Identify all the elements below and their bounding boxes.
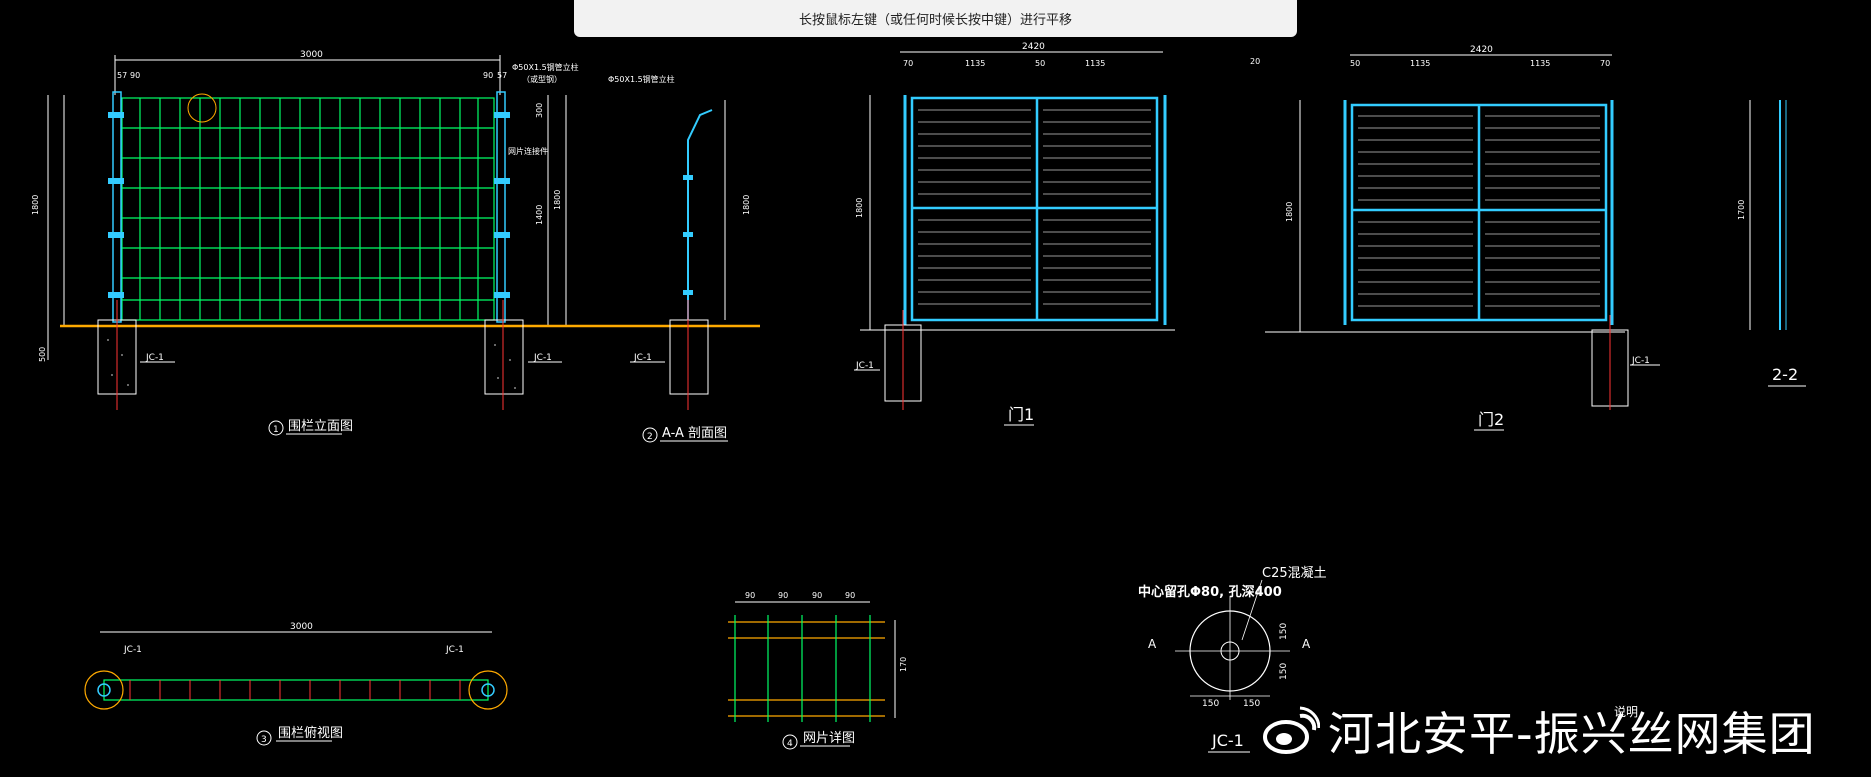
dim-57-left: 57 bbox=[117, 71, 127, 80]
dim-1400: 1400 bbox=[535, 205, 544, 225]
door2-mesh-lines bbox=[1358, 115, 1600, 307]
a-mark-right: A bbox=[1302, 637, 1311, 651]
section-aa-view: 1800 JC-1 Φ50X1.5钢管立柱 2 A-A 剖面图 bbox=[608, 74, 751, 443]
door2-dim-1135a: 1135 bbox=[1410, 59, 1430, 68]
door1-dim-1800: 1800 bbox=[855, 198, 864, 218]
jc1-dim-150-b: 150 bbox=[1243, 699, 1260, 709]
door1-title: 门1 bbox=[1008, 405, 1034, 424]
panel-detail-title: 网片详图 bbox=[803, 731, 855, 746]
support-label: （或型钢） bbox=[522, 74, 562, 84]
panel-detail-view: 90 90 90 90 170 4 网片详图 bbox=[728, 591, 908, 750]
detail-circle bbox=[187, 93, 217, 123]
fence-elevation-view: 3000 57 90 90 57 1800 500 1400 1800 300 bbox=[31, 50, 760, 436]
watermark-text: 河北安平-振兴丝网集团 bbox=[1328, 707, 1816, 761]
panel-detail-number: 4 bbox=[787, 739, 793, 749]
jc1-label-right: JC-1 bbox=[533, 353, 552, 363]
weibo-watermark: 河北安平-振兴丝网集团 bbox=[1262, 700, 1816, 762]
aa-post-label: Φ50X1.5钢管立柱 bbox=[608, 74, 675, 84]
jc1-title: JC-1 bbox=[1211, 731, 1244, 750]
plan-dim-3000: 3000 bbox=[290, 622, 313, 632]
dim-1800-right: 1800 bbox=[553, 190, 562, 210]
panel-dim-90-1: 90 bbox=[745, 591, 755, 600]
aa-jc1-label: JC-1 bbox=[633, 353, 652, 363]
section-aa-title: A-A 剖面图 bbox=[662, 426, 727, 441]
door1-mesh-lines bbox=[918, 109, 1151, 305]
plan-jc1-left: JC-1 bbox=[123, 645, 142, 655]
door1-jc1-label: JC-1 bbox=[855, 361, 874, 371]
panel-horizontal-wires bbox=[728, 621, 885, 717]
plan-mesh bbox=[103, 679, 489, 701]
pipe-post-label: Φ50X1.5钢管立柱 bbox=[512, 62, 579, 72]
panel-dim-90-4: 90 bbox=[845, 591, 855, 600]
dim-500-left: 500 bbox=[38, 347, 47, 362]
door1-dim-2420: 2420 bbox=[1022, 42, 1045, 52]
fence-plan-title: 围栏俯视图 bbox=[278, 725, 343, 741]
center-hole-label: 中心留孔Φ80, 孔深400 bbox=[1138, 584, 1282, 600]
concrete-label: C25混凝土 bbox=[1262, 565, 1327, 581]
door1-dim-1135a: 1135 bbox=[965, 59, 985, 68]
panel-dim-90-2: 90 bbox=[778, 591, 788, 600]
fence-elevation-number: 1 bbox=[273, 425, 279, 435]
s22-dim-1700: 1700 bbox=[1737, 200, 1746, 220]
plan-jc1-right: JC-1 bbox=[445, 645, 464, 655]
plan-footing-left bbox=[84, 670, 124, 710]
jc1-dim-150-a: 150 bbox=[1202, 699, 1219, 709]
section-22-view: 1700 2-2 bbox=[1737, 100, 1806, 387]
pan-hint-banner: 长按鼠标左键（或任何时候长按中键）进行平移 bbox=[574, 0, 1297, 37]
pan-hint-text: 长按鼠标左键（或任何时候长按中键）进行平移 bbox=[798, 13, 1072, 28]
left-post bbox=[112, 91, 122, 323]
door2-title: 门2 bbox=[1478, 410, 1504, 429]
right-post bbox=[496, 91, 506, 323]
mesh-connector-label: 网片连接件 bbox=[508, 146, 548, 156]
dim-300: 300 bbox=[535, 103, 544, 118]
door1-view: 2420 70 1135 50 1135 20 1800 bbox=[854, 42, 1260, 426]
fence-plan-view: 3000 JC-1 JC-1 3 围栏俯视图 bbox=[84, 622, 508, 746]
door1-dim-50: 50 bbox=[1035, 59, 1045, 68]
footing-right bbox=[484, 319, 524, 395]
door2-dim-1135b: 1135 bbox=[1530, 59, 1550, 68]
door2-dim-50: 50 bbox=[1350, 59, 1360, 68]
door1-dim-70: 70 bbox=[903, 59, 913, 68]
door2-dim-70: 70 bbox=[1600, 59, 1610, 68]
section-22-title: 2-2 bbox=[1772, 365, 1798, 384]
door-gap-20: 20 bbox=[1250, 57, 1260, 66]
a-mark-left: A bbox=[1148, 637, 1157, 651]
bent-post bbox=[687, 109, 713, 320]
door2-dim-1800: 1800 bbox=[1285, 202, 1294, 222]
notes-title: 说明 bbox=[1614, 704, 1638, 719]
plan-footing-right bbox=[468, 670, 508, 710]
fence-elevation-title: 围栏立面图 bbox=[288, 419, 353, 434]
jc1-dim-150-c: 150 bbox=[1279, 623, 1289, 640]
dim-90-right: 90 bbox=[483, 71, 493, 80]
dim-90-left: 90 bbox=[130, 71, 140, 80]
door2-jc1-label: JC-1 bbox=[1631, 356, 1650, 366]
door1-dim-1135b: 1135 bbox=[1085, 59, 1105, 68]
fence-plan-number: 3 bbox=[261, 735, 267, 745]
aa-dim-1800: 1800 bbox=[742, 195, 751, 215]
aa-footing bbox=[669, 319, 709, 395]
dim-57-right: 57 bbox=[497, 71, 507, 80]
panel-vertical-wires bbox=[734, 615, 871, 722]
jc1-dim-150-d: 150 bbox=[1279, 663, 1289, 680]
door2-view: 2420 50 1135 1135 70 1800 JC-1 bbox=[1265, 45, 1660, 431]
dim-3000: 3000 bbox=[300, 50, 323, 60]
jc1-label-left: JC-1 bbox=[145, 353, 164, 363]
door2-dim-2420: 2420 bbox=[1470, 45, 1493, 55]
panel-dim-90-3: 90 bbox=[812, 591, 822, 600]
fence-mesh bbox=[121, 97, 495, 321]
panel-dim-170: 170 bbox=[899, 657, 908, 672]
section-aa-number: 2 bbox=[647, 432, 653, 442]
weibo-icon bbox=[1263, 706, 1320, 754]
dim-1800-left: 1800 bbox=[31, 195, 40, 215]
jc1-detail-view: C25混凝土 中心留孔Φ80, 孔深400 A A 150 150 150 15… bbox=[1138, 565, 1327, 753]
